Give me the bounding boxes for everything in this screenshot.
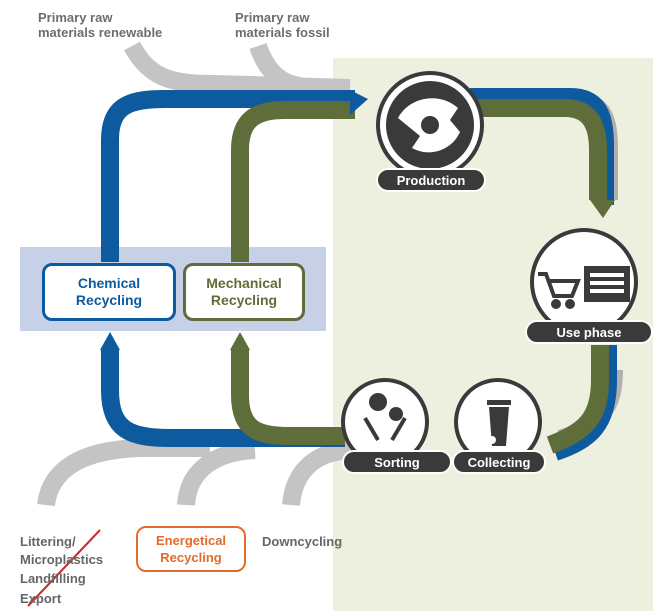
chemical-loop-top xyxy=(101,90,355,262)
mechanical-recycling-box: Mechanical Recycling xyxy=(183,263,305,321)
renewable-inflow xyxy=(124,41,351,97)
downcycling-outflow xyxy=(282,441,351,507)
olive-right-bottom xyxy=(546,345,609,454)
collecting-label: Collecting xyxy=(452,450,546,474)
source-renewable-label: Primary raw materials renewable xyxy=(38,10,163,40)
production-node xyxy=(376,71,484,179)
mechanical-loop-bottom xyxy=(231,350,345,445)
chemical-loop-bottom xyxy=(101,350,345,447)
energetic-outflow xyxy=(177,441,256,507)
sorting-label: Sorting xyxy=(342,450,452,474)
energetical-recycling-box: Energetical Recycling xyxy=(136,526,246,572)
source-fossil-label: Primary raw materials fossil xyxy=(235,10,330,40)
arrow-production-in xyxy=(350,90,368,115)
littering-outflow xyxy=(37,439,210,507)
arrow-chemical-up xyxy=(100,332,120,350)
export-label: Export xyxy=(20,591,62,606)
chemical-recycling-box: Chemical Recycling xyxy=(42,263,176,321)
collecting-node xyxy=(454,378,542,466)
mechanical-loop-top xyxy=(231,101,355,262)
production-label: Production xyxy=(376,168,486,192)
shop-icon xyxy=(584,266,630,302)
use-phase-label: Use phase xyxy=(525,320,653,344)
arrow-down-to-use xyxy=(590,200,615,218)
trash-bin-icon xyxy=(487,400,511,446)
shopping-cart-icon xyxy=(538,272,581,309)
arrow-mechanical-up xyxy=(230,332,250,350)
littering-label: Littering/ Microplastics xyxy=(20,534,104,567)
gears-icon xyxy=(369,393,403,421)
strike-icon xyxy=(27,529,101,607)
landfilling-label: Landfilling xyxy=(20,571,86,586)
use-phase-node xyxy=(530,228,638,336)
fossil-inflow xyxy=(249,42,302,95)
downcycling-label: Downcycling xyxy=(262,534,343,549)
olive-right-top xyxy=(470,99,607,200)
